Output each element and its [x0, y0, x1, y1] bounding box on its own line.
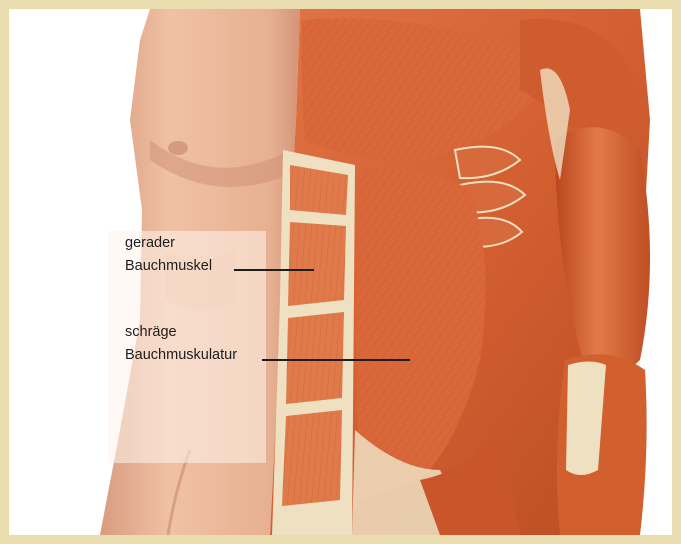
nipple — [168, 141, 188, 155]
rectus-leader-line — [234, 269, 314, 271]
oblique-leader-line — [262, 359, 410, 361]
oblique-label-line2: Bauchmuskulatur — [125, 346, 237, 365]
oblique-label-line1: schräge — [125, 323, 177, 342]
rectus-label-line2: Bauchmuskel — [125, 257, 212, 276]
rectus-label-line1: gerader — [125, 234, 175, 253]
